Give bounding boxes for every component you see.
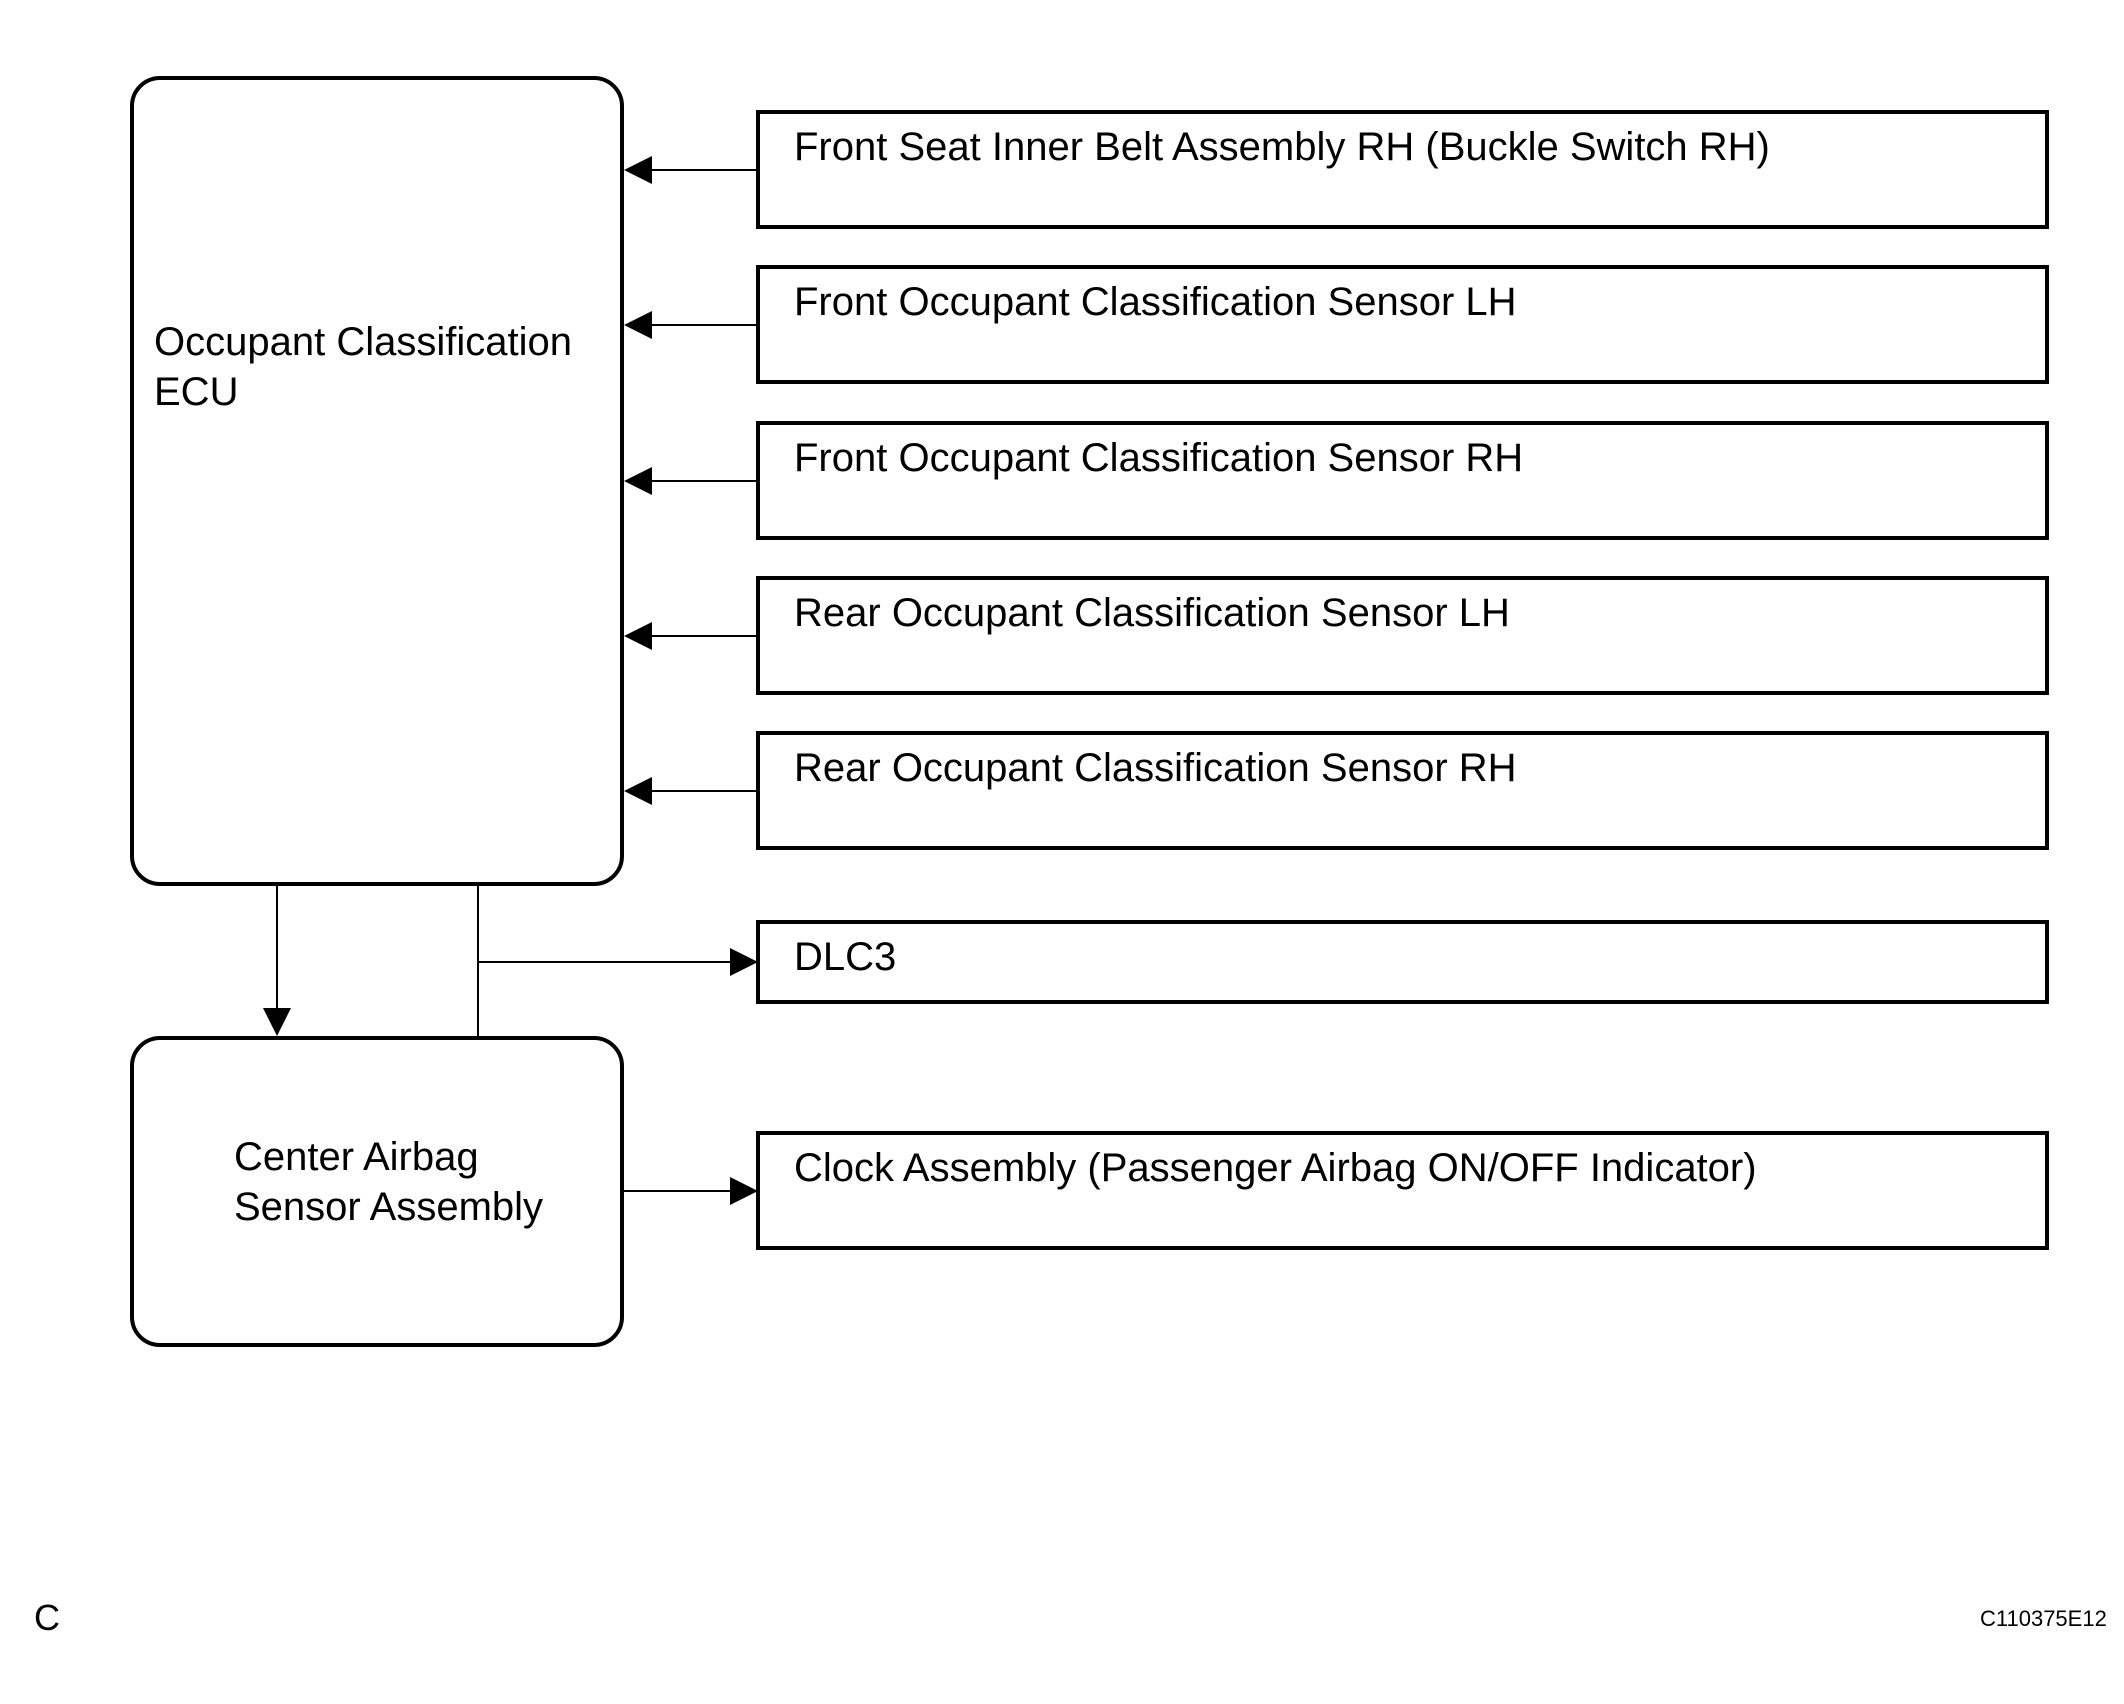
arrow-head-ecu-to-airbag-sensor <box>263 1008 291 1036</box>
figure-code: C110375E12 <box>1980 1606 2107 1631</box>
corner-letter: C <box>34 1597 60 1638</box>
arrow-head-clock <box>730 1177 758 1205</box>
component-box-front-sensor-lh: Front Occupant Classification Sensor LH <box>756 265 2049 384</box>
component-label: Front Occupant Classification Sensor LH <box>794 280 1517 324</box>
component-label: Front Occupant Classification Sensor RH <box>794 436 1524 480</box>
component-label: DLC3 <box>794 935 897 979</box>
airbag-sensor-label: Center Airbag Sensor Assembly <box>234 1132 543 1232</box>
ecu-label-line1: Occupant Classification <box>154 320 572 364</box>
arrow-head-rear-sensor-lh <box>624 622 652 650</box>
component-box-clock-assembly: Clock Assembly (Passenger Airbag ON/OFF … <box>756 1131 2049 1250</box>
arrow-head-rear-sensor-rh <box>624 777 652 805</box>
component-label: Clock Assembly (Passenger Airbag ON/OFF … <box>794 1146 1757 1190</box>
component-label: Front Seat Inner Belt Assembly RH (Buckl… <box>794 125 1770 169</box>
component-label: Rear Occupant Classification Sensor RH <box>794 746 1517 790</box>
center-airbag-sensor-box <box>130 1036 624 1347</box>
arrow-head-buckle-switch <box>624 156 652 184</box>
component-box-rear-sensor-lh: Rear Occupant Classification Sensor LH <box>756 576 2049 695</box>
component-box-front-sensor-rh: Front Occupant Classification Sensor RH <box>756 421 2049 540</box>
arrow-head-front-sensor-lh <box>624 311 652 339</box>
airbag-sensor-label-line1: Center Airbag <box>234 1135 479 1179</box>
airbag-sensor-label-line2: Sensor Assembly <box>234 1185 544 1229</box>
component-label: Rear Occupant Classification Sensor LH <box>794 591 1510 635</box>
arrow-head-dlc3 <box>730 948 758 976</box>
component-box-dlc3: DLC3 <box>756 920 2049 1004</box>
component-box-rear-sensor-rh: Rear Occupant Classification Sensor RH <box>756 731 2049 850</box>
occupant-classification-ecu-box <box>130 76 624 886</box>
ecu-label: Occupant Classification ECU <box>154 317 572 417</box>
ecu-label-line2: ECU <box>154 370 239 414</box>
component-box-buckle-switch: Front Seat Inner Belt Assembly RH (Buckl… <box>756 110 2049 229</box>
arrow-head-front-sensor-rh <box>624 467 652 495</box>
